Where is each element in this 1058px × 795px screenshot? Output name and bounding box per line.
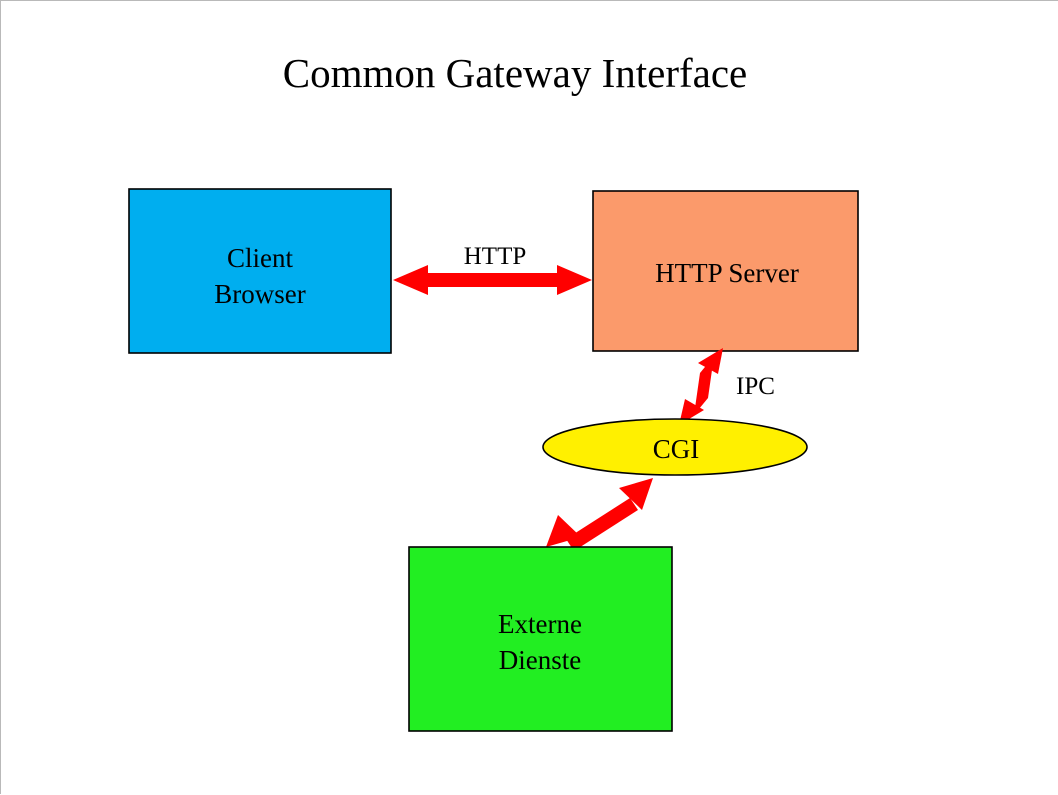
cgi-label: CGI <box>653 434 700 464</box>
http-server-box <box>592 190 859 352</box>
page-title: Common Gateway Interface <box>283 50 747 96</box>
externe-dienste-box <box>408 546 673 732</box>
edge-cgi-external <box>546 478 653 551</box>
http-arrowhead-left <box>393 265 428 295</box>
ipc-arrow-shaft <box>694 356 714 415</box>
node-cgi: CGI <box>542 418 808 476</box>
node-http-server: HTTP Server <box>592 190 859 352</box>
cgi-external-arrowhead-bottom <box>546 515 581 547</box>
edge-http: HTTP <box>393 243 592 295</box>
edge-ipc: IPC <box>679 348 775 425</box>
cgi-external-arrowhead-top <box>619 478 653 510</box>
cgi-ellipse <box>542 418 808 476</box>
client-browser-label-line2: Browser <box>214 279 305 309</box>
externe-dienste-label-line1: Externe <box>498 609 582 639</box>
node-client-browser: Client Browser <box>128 188 392 354</box>
client-browser-label-line1: Client <box>227 243 293 273</box>
externe-dienste-label-line2: Dienste <box>499 645 581 675</box>
http-arrow-shaft <box>425 273 560 287</box>
node-externe-dienste: Externe Dienste <box>408 546 673 732</box>
http-arrowhead-right <box>557 265 592 295</box>
ipc-edge-label: IPC <box>736 373 775 400</box>
client-browser-box <box>128 188 392 354</box>
cgi-external-arrow-shaft <box>566 498 638 551</box>
ipc-arrowhead-top <box>698 348 723 374</box>
http-server-label-line1: HTTP Server <box>655 258 799 288</box>
http-edge-label: HTTP <box>464 243 527 270</box>
